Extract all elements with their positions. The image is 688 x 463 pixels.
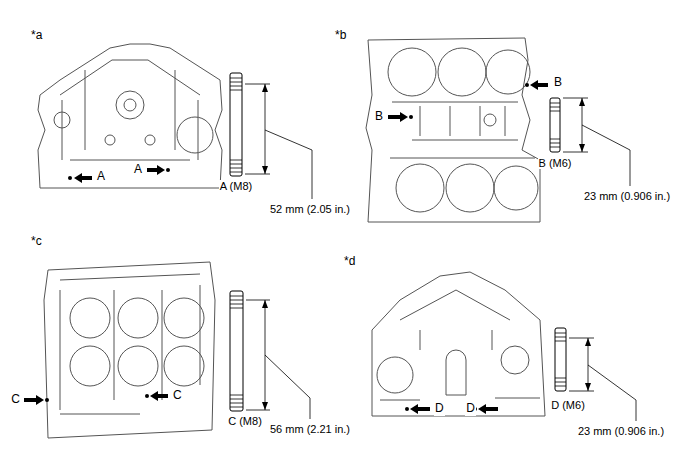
stud-bolt xyxy=(230,291,243,411)
arrow-letter: B xyxy=(553,76,563,89)
leader-line xyxy=(265,130,312,199)
stud-point xyxy=(145,394,149,398)
block-outline xyxy=(44,262,215,438)
pointer-arrow xyxy=(410,404,430,414)
arrow-letter: C xyxy=(172,389,183,402)
hole xyxy=(145,135,155,145)
dimension-text: 56 mm (2.21 in.) xyxy=(269,423,351,435)
arrow-letter: A xyxy=(96,170,106,183)
cylinder-bore xyxy=(388,48,436,96)
dimension-arrow xyxy=(585,338,591,391)
thread-lines xyxy=(550,103,560,147)
bore xyxy=(501,346,529,374)
stud-point xyxy=(525,83,529,87)
dimension-text: 52 mm (2.05 in.) xyxy=(269,203,351,215)
block-detail xyxy=(60,274,200,414)
block-front-view xyxy=(38,44,222,188)
stud-c xyxy=(230,291,310,419)
cylinder-bore xyxy=(438,48,486,96)
cylinder-bore xyxy=(70,298,110,338)
stud-label: A (M8) xyxy=(219,180,253,192)
block-detail xyxy=(390,102,535,158)
stud-bolt xyxy=(550,98,560,152)
block-top-view xyxy=(366,38,548,222)
stud-point xyxy=(45,398,49,402)
cylinder-bore xyxy=(494,166,538,210)
hole xyxy=(105,135,115,145)
stud-label: B (M6) xyxy=(538,157,573,169)
stud-label: C (M8) xyxy=(227,415,263,427)
view-tag: *b xyxy=(334,29,347,42)
block-outline xyxy=(38,44,222,188)
arrow-letter: B xyxy=(374,110,384,123)
block-detail xyxy=(60,60,200,160)
block-bottom-view xyxy=(24,262,215,438)
leader-line xyxy=(582,125,630,186)
hole xyxy=(484,114,496,126)
thread-lines xyxy=(555,333,566,386)
pointer-arrow xyxy=(530,80,548,90)
cylinder-bore xyxy=(70,346,110,386)
block-outline xyxy=(366,38,540,222)
cylinder-bore xyxy=(118,346,158,386)
dimension-line xyxy=(563,98,588,152)
stud-label: D (M6) xyxy=(550,399,586,411)
pointer-arrow xyxy=(388,112,408,122)
pointer-arrow xyxy=(478,404,498,414)
dimension-text: 23 mm (0.906 in.) xyxy=(577,425,665,437)
dimension-arrow xyxy=(262,84,268,174)
leader-line xyxy=(265,355,310,419)
pointer-arrow xyxy=(150,391,168,401)
block-rear-view xyxy=(372,272,545,416)
dimension-line xyxy=(569,338,594,391)
stud-point xyxy=(166,168,170,172)
stud-b xyxy=(550,98,630,186)
stud-point xyxy=(409,115,413,119)
arrow-letter: D xyxy=(465,402,476,415)
dimension-line xyxy=(246,300,270,410)
stud-bolt xyxy=(555,328,566,391)
view-tag: *a xyxy=(30,29,43,42)
crank-opening xyxy=(446,350,466,395)
view-tag: *c xyxy=(30,235,43,248)
stud-point xyxy=(68,176,72,180)
leader-line xyxy=(588,365,636,421)
thread-lines xyxy=(230,296,243,407)
pointer-arrow xyxy=(147,165,165,175)
cylinder-bore xyxy=(118,298,158,338)
pointer-arrow xyxy=(74,173,92,183)
arrow-letter: A xyxy=(133,163,143,176)
block-detail xyxy=(380,290,540,400)
thread-lines xyxy=(230,78,242,172)
cylinder-bore xyxy=(164,346,204,386)
stud-bolt xyxy=(230,73,242,176)
dimension-line xyxy=(245,84,270,174)
cylinder-bore xyxy=(486,50,530,94)
dimension-text: 23 mm (0.906 in.) xyxy=(583,190,671,202)
bore xyxy=(377,357,413,393)
cylinder-bore xyxy=(396,164,444,212)
arrow-letter: D xyxy=(434,402,445,415)
pointer-arrow xyxy=(24,395,44,405)
arrow-letter: C xyxy=(10,393,21,406)
block-outline xyxy=(372,272,545,416)
cylinder-bore xyxy=(446,164,494,212)
crank-bore xyxy=(124,99,136,111)
bore xyxy=(54,112,70,128)
view-tag: *d xyxy=(343,255,356,268)
bore xyxy=(177,117,213,153)
crank-bore xyxy=(116,91,144,119)
cylinder-bore xyxy=(164,298,204,338)
stud-point xyxy=(405,407,409,411)
